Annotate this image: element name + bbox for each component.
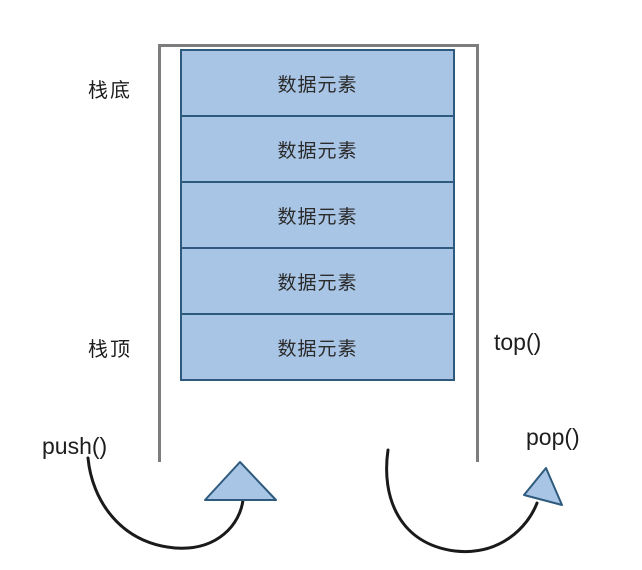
- stack-cell: 数据元素: [182, 315, 453, 379]
- pop-arrow-curve: [385, 448, 539, 554]
- top-function-label: top(): [494, 329, 542, 355]
- stack-cell-label: 数据元素: [277, 272, 358, 294]
- stack-cell: 数据元素: [182, 51, 453, 117]
- stack-top-label: 栈顶: [88, 339, 132, 361]
- stack-frame-left-line: [158, 44, 161, 462]
- stack-cell-label: 数据元素: [277, 140, 358, 162]
- push-arrowhead-icon: [204, 461, 277, 501]
- stack-cell-label: 数据元素: [277, 338, 358, 360]
- push-arrow-curve: [86, 456, 245, 550]
- pop-function-label: pop(): [526, 424, 580, 450]
- stack-cell-label: 数据元素: [277, 74, 358, 96]
- stack-cell-label: 数据元素: [277, 206, 358, 228]
- stack-cell: 数据元素: [182, 117, 453, 183]
- stack-frame-top-line: [158, 44, 479, 47]
- stack-bottom-label: 栈底: [88, 80, 132, 102]
- stack-frame-right-line: [476, 44, 479, 462]
- push-function-label: push(): [42, 433, 108, 459]
- pop-arrowhead-icon: [523, 467, 563, 506]
- stack-cell: 数据元素: [182, 249, 453, 315]
- stack-cell: 数据元素: [182, 183, 453, 249]
- stack-container: 数据元素 数据元素 数据元素 数据元素 数据元素: [180, 49, 455, 381]
